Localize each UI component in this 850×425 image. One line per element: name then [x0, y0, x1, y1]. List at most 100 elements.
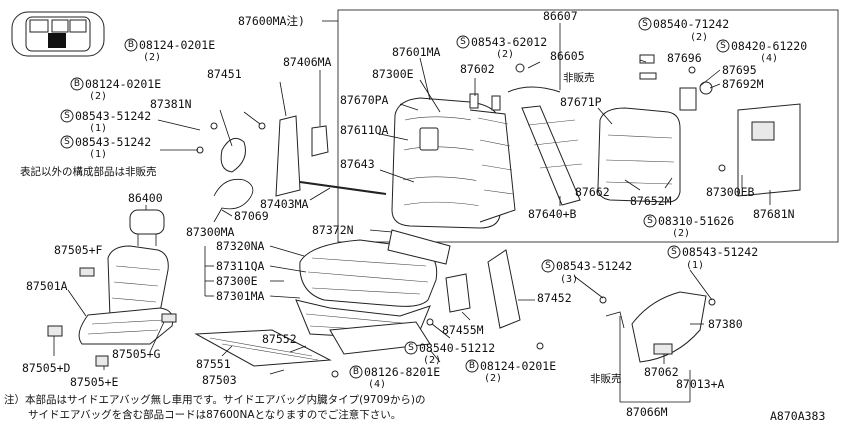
recliner-knob-cover — [220, 137, 246, 173]
knob-part — [653, 343, 673, 355]
label-not-sold-bottom: 非販売 — [590, 372, 622, 385]
bolt-b4-qty: (2) — [484, 373, 502, 384]
label-87505g: 87505+G — [112, 347, 161, 361]
label-87320na: 87320NA — [216, 239, 265, 253]
label-87062: 87062 — [644, 365, 679, 379]
circle-s-7: S — [545, 261, 551, 271]
diagram-code: A870A383 — [770, 409, 825, 423]
bolt-b3-qty: (4) — [368, 379, 386, 390]
bolt-s1-code: 08543-51242 — [75, 109, 151, 123]
back-support-rails — [521, 105, 583, 206]
label-86605: 86605 — [550, 49, 585, 63]
bolt-s8-code: 08543-51242 — [682, 245, 758, 259]
seatback-rear-cover — [597, 107, 681, 203]
label-87551: 87551 — [196, 357, 231, 371]
bolt-s4-code: 08540-71242 — [653, 17, 729, 31]
label-87670pa: 87670PA — [340, 93, 389, 107]
bolt-b2-code: 08124-0201E — [85, 77, 161, 91]
label-87505f: 87505+F — [54, 243, 103, 257]
clip-parts — [515, 54, 726, 172]
label-87692m: 87692M — [722, 77, 764, 91]
bolt-s5-code: 08420-61220 — [731, 39, 807, 53]
footnote-line-2: サイドエアバッグを含む部品コードは87600NAとなりますのでご注意下さい。 — [28, 408, 401, 421]
label-87372n: 87372N — [312, 223, 354, 237]
recliner-mechanism — [275, 115, 301, 197]
circle-b-2: B — [74, 79, 80, 89]
seat-small-part-f — [79, 267, 95, 277]
label-87601ma: 87601MA — [392, 45, 441, 59]
seat-small-part-g — [161, 313, 177, 323]
bolt-b4-code: 08124-0201E — [480, 359, 556, 373]
label-87066m: 87066M — [626, 405, 668, 419]
recliner-cover — [311, 125, 329, 157]
bolt-s3-code: 08543-62012 — [471, 35, 547, 49]
leader-lines — [53, 23, 771, 403]
circle-b-1: B — [128, 40, 134, 50]
label-87695: 87695 — [722, 63, 757, 77]
label-87696: 87696 — [667, 51, 702, 65]
circle-s-4: S — [642, 19, 648, 29]
bolt-b2-qty: (2) — [89, 91, 107, 102]
bolt-s9-code: 08540-51212 — [419, 341, 495, 355]
label-87451: 87451 — [207, 67, 242, 81]
label-87671p: 87671P — [560, 95, 602, 109]
bolt-s2-code: 08543-51242 — [75, 135, 151, 149]
bolt-s6-code: 08310-51626 — [658, 214, 734, 228]
side-cover — [631, 291, 707, 363]
label-not-sold-top: 非販売 — [563, 71, 595, 84]
bolt-s2-qty: (1) — [89, 149, 107, 160]
footnote-line-1: 注）本部品はサイドエアバッグ無し車用です。サイドエアバッグ内臓タイプ(9709か… — [4, 393, 426, 406]
bolt-s6-qty: (2) — [672, 228, 690, 239]
seatback-frame — [469, 109, 516, 223]
circle-b-4: B — [469, 361, 475, 371]
label-87300e-mid: 87300E — [216, 274, 258, 288]
bolt-b3-code: 08126-8201E — [364, 365, 440, 379]
bolt-s8-qty: (1) — [686, 260, 704, 271]
circle-s-9: S — [408, 343, 414, 353]
label-87505d: 87505+D — [22, 361, 71, 375]
label-87455m: 87455M — [442, 323, 484, 337]
recliner-mechanism-right — [487, 249, 521, 329]
label-87640b: 87640+B — [528, 207, 577, 221]
circle-s-2: S — [64, 137, 70, 147]
label-87403ma: 87403MA — [260, 197, 309, 211]
seat-small-part-d — [47, 325, 63, 337]
seatback-detail-frame — [337, 9, 839, 243]
label-87311qa: 87311QA — [216, 259, 265, 273]
label-87552: 87552 — [262, 332, 297, 346]
label-87406ma: 87406MA — [283, 55, 332, 69]
label-87300e-top: 87300E — [372, 67, 414, 81]
car-locator-icon — [11, 11, 105, 57]
headrest-guide — [469, 86, 561, 111]
label-87381n: 87381N — [150, 97, 192, 111]
label-87505e: 87505+E — [70, 375, 119, 389]
wire-harness — [213, 178, 254, 223]
label-87611qa: 87611QA — [340, 123, 389, 137]
label-87662: 87662 — [575, 185, 610, 199]
bolt-s9-qty: (2) — [423, 355, 441, 366]
label-87300ma: 87300MA — [186, 225, 235, 239]
label-86400: 86400 — [128, 191, 163, 205]
label-87301ma: 87301MA — [216, 289, 265, 303]
label-87681n: 87681N — [753, 207, 795, 221]
circle-s-1: S — [64, 111, 70, 121]
headrest — [129, 209, 165, 246]
label-87602: 87602 — [460, 62, 495, 76]
bolt-s4-qty: (2) — [690, 32, 708, 43]
bolt-s7-code: 08543-51242 — [556, 259, 632, 273]
seatback-board — [737, 103, 801, 197]
bolt-s7-qty: (3) — [560, 274, 578, 285]
circle-b-3: B — [353, 367, 359, 377]
bolt-s3-qty: (2) — [496, 49, 514, 60]
not-sold-note: 表記以外の構成部品は非販売 — [20, 165, 157, 178]
label-86607: 86607 — [543, 9, 578, 23]
trim-strip — [605, 311, 625, 329]
seat-small-part-e — [95, 355, 109, 367]
bolt-s5-qty: (4) — [760, 53, 778, 64]
seat-cushion — [299, 239, 438, 307]
circle-s-5: S — [720, 41, 726, 51]
complete-seat — [78, 245, 174, 345]
label-87643: 87643 — [340, 157, 375, 171]
label-87452: 87452 — [537, 291, 572, 305]
